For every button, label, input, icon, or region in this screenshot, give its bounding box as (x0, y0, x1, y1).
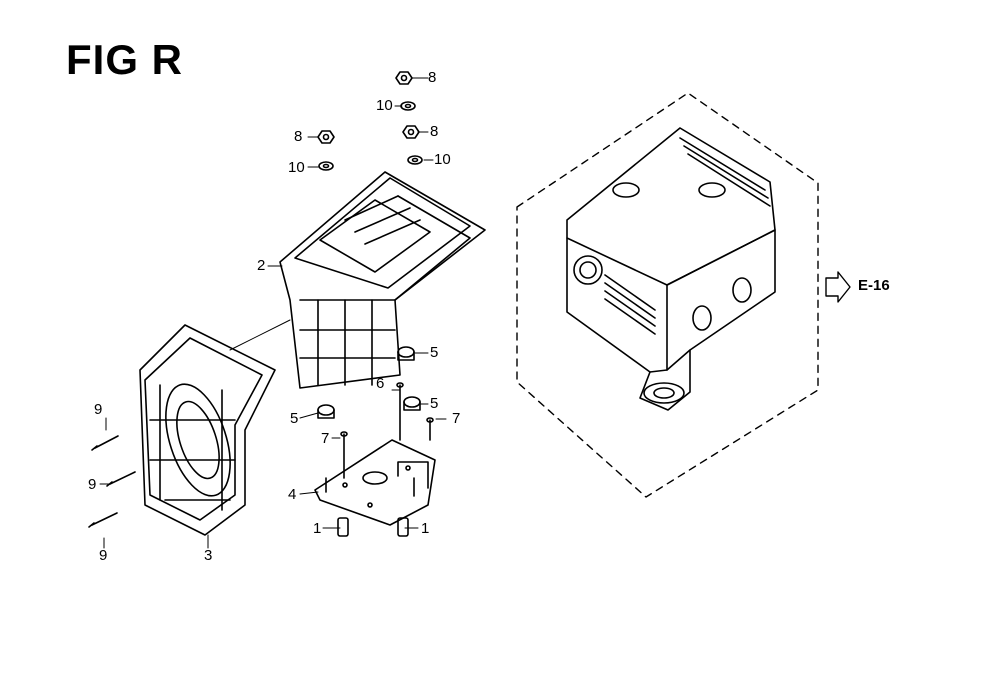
callout-1-b: 1 (421, 520, 430, 537)
callout-6: 6 (376, 375, 385, 392)
callout-5-c: 5 (430, 395, 439, 412)
part-4-bracket (314, 382, 436, 537)
callout-10-a: 10 (376, 97, 393, 114)
callout-9-c: 9 (99, 547, 108, 564)
callout-10-c: 10 (434, 151, 451, 168)
callout-4: 4 (288, 486, 297, 503)
callout-1-a: 1 (313, 520, 322, 537)
leader-lines (99, 77, 447, 549)
figure-title: FIG R (66, 36, 183, 83)
callout-7-a: 7 (321, 430, 330, 447)
callout-3: 3 (204, 547, 213, 564)
part-2-manifold (279, 171, 486, 389)
part-9-screws (88, 435, 136, 528)
callout-10-b: 10 (288, 159, 305, 176)
callout-8-c: 8 (430, 123, 439, 140)
callout-9-a: 9 (94, 401, 103, 418)
callout-7-b: 7 (452, 410, 461, 427)
fasteners-nuts-washers (317, 71, 423, 171)
callout-8-b: 8 (294, 128, 303, 145)
reference-arrow-icon (825, 271, 851, 303)
engine-assembly-outline (516, 92, 819, 498)
callout-9-b: 9 (88, 476, 97, 493)
part-5-grommets (317, 346, 421, 419)
callout-5-a: 5 (430, 344, 439, 361)
cross-reference-label: E-16 (858, 277, 890, 294)
callout-2: 2 (257, 257, 266, 274)
callout-8-a: 8 (428, 69, 437, 86)
callout-5-b: 5 (290, 410, 299, 427)
part-3-plate (139, 324, 276, 536)
